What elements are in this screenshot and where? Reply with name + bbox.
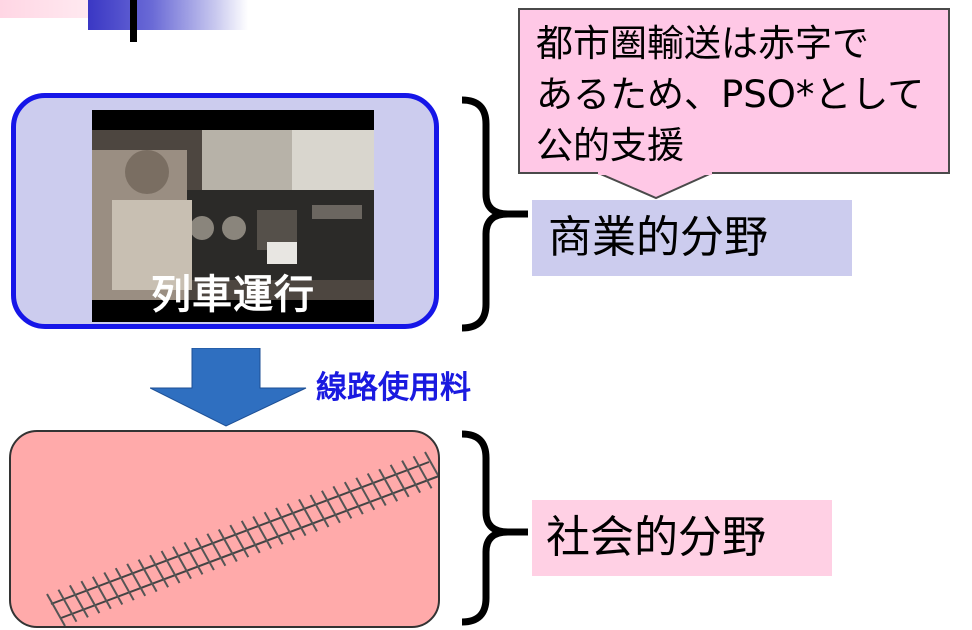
pso-callout-text: 都市圏輸送は赤字で あるため、PSO*として 公的支援 (536, 22, 925, 167)
track-tie (355, 477, 376, 511)
track-tie (366, 473, 387, 507)
railway-track-box (9, 430, 440, 628)
track-tie (80, 580, 101, 614)
social-sector-label: 社会的分野 (546, 512, 766, 563)
track-tie (378, 468, 399, 502)
track-tie (401, 460, 421, 494)
track-fee-arrow (150, 348, 307, 427)
header-accent-gradient (88, 0, 248, 30)
train-cab-illustration (92, 130, 374, 300)
track-tie (275, 507, 295, 541)
header-accent-pink (0, 0, 88, 18)
track-tie (172, 546, 192, 580)
track-tie (206, 533, 227, 567)
pso-callout-box (518, 8, 950, 174)
train-operation-label: 列車運行 (151, 272, 315, 318)
track-tie (183, 541, 204, 575)
track-tie (46, 593, 66, 626)
track-tie (229, 524, 250, 558)
track-usage-fee-label: 線路使用料 (316, 370, 471, 406)
commercial-brace (461, 96, 528, 332)
track-tie (195, 537, 215, 571)
track-tie (240, 520, 261, 554)
track-tie (286, 503, 307, 537)
header-accent-bar (130, 0, 137, 42)
track-tie (252, 516, 273, 550)
track-tie (389, 464, 410, 498)
railway-track-illustration (46, 451, 438, 626)
track-tie (149, 554, 169, 588)
social-brace (461, 430, 528, 626)
track-tie (103, 571, 124, 605)
commercial-sector-label: 商業的分野 (548, 212, 768, 263)
track-tie (91, 576, 112, 610)
track-tie (69, 584, 89, 618)
track-tie (57, 589, 78, 623)
track-tie (137, 559, 158, 593)
track-tie (114, 567, 135, 601)
track-tie (263, 511, 284, 545)
callout-pointer (596, 172, 715, 200)
social-sector-box (532, 500, 832, 576)
track-tie (298, 498, 318, 532)
track-tie (332, 485, 353, 519)
track-tie (424, 451, 438, 478)
track-tie (217, 528, 238, 562)
track-tie (309, 494, 330, 528)
track-tie (343, 481, 364, 515)
track-tie (412, 455, 433, 489)
track-tie (126, 563, 147, 597)
train-cab-image (92, 110, 374, 322)
track-tie (160, 550, 181, 584)
commercial-sector-box (532, 200, 852, 276)
track-tie (321, 490, 341, 524)
